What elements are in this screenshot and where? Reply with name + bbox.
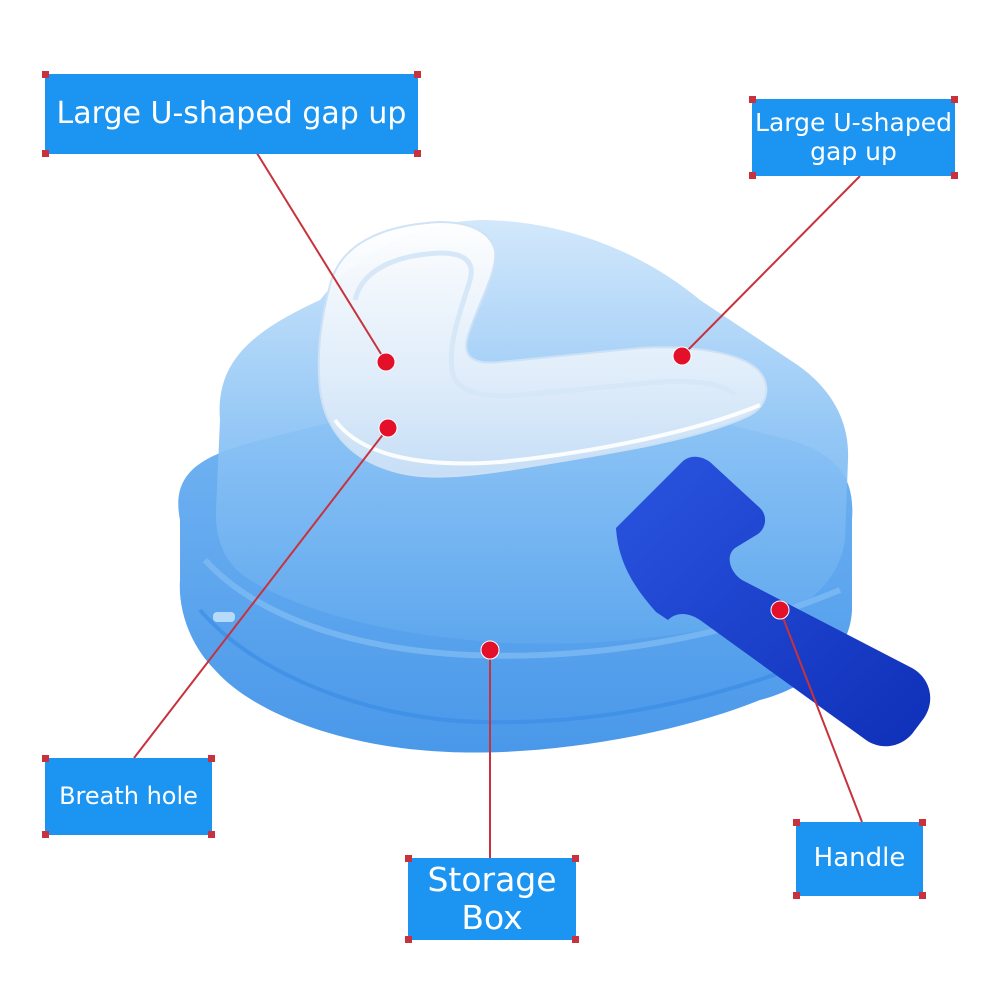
- label-gap-right-line1: Large U-shaped: [755, 107, 952, 137]
- mouthguard-inner-groove: [352, 250, 737, 399]
- label-storage-line1: Storage: [427, 860, 557, 900]
- marker-dot-gap-left: [376, 352, 396, 372]
- label-storage-line2: Box: [461, 898, 523, 937]
- breath-hole-slot: [213, 612, 235, 622]
- label-breath-hole-text: Breath hole: [59, 781, 198, 810]
- leader-line-gap-left: [254, 149, 387, 363]
- marker-dot-gap-right: [672, 346, 692, 366]
- label-gap-left: Large U-shaped gap up: [42, 71, 421, 157]
- label-storage-box: Storage Box: [405, 855, 579, 943]
- label-breath-hole: Breath hole: [42, 755, 215, 838]
- label-handle-text: Handle: [813, 843, 906, 874]
- leader-line-handle: [779, 609, 863, 823]
- marker-dots: [376, 346, 790, 660]
- handle-blade: [616, 456, 931, 747]
- storage-box-seam: [198, 608, 841, 725]
- marker-dot-storage-box: [480, 640, 500, 660]
- leader-line-gap-right: [681, 175, 861, 357]
- label-handle: Handle: [793, 819, 926, 899]
- marker-dot-handle: [770, 600, 790, 620]
- leader-line-breath-hole: [133, 427, 389, 759]
- mouthguard-tray: [317, 220, 768, 478]
- label-gap-left-text: Large U-shaped gap up: [56, 95, 407, 131]
- label-gap-right-line2: gap up: [810, 136, 897, 166]
- label-gap-right: Large U-shaped gap up: [749, 96, 958, 179]
- leader-lines: [133, 149, 863, 858]
- marker-dot-breath-hole: [378, 418, 398, 438]
